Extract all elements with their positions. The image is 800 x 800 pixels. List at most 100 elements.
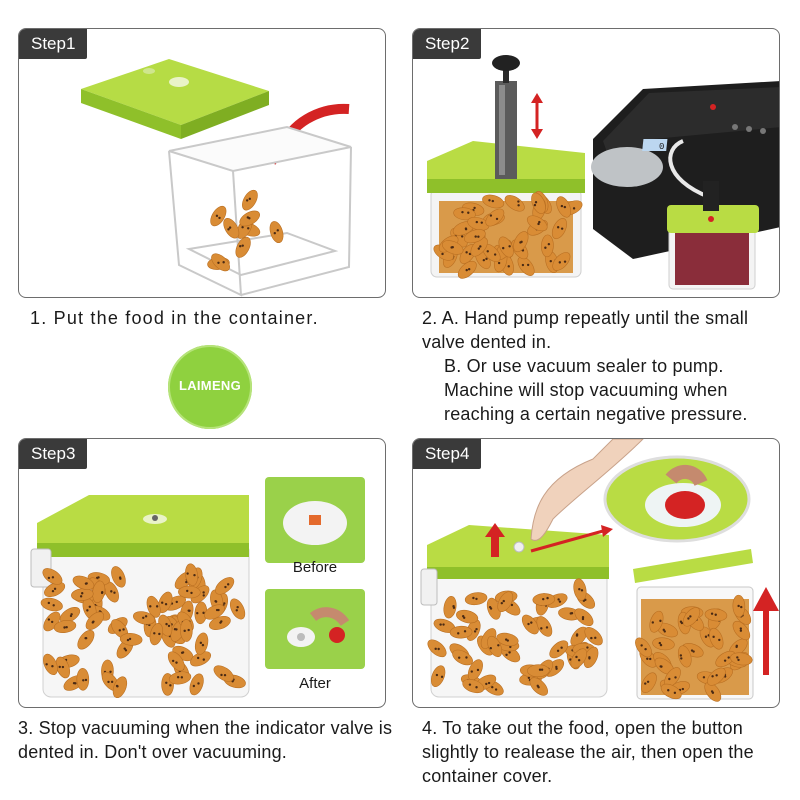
chocolate-chip: [202, 594, 205, 597]
chocolate-chip: [500, 601, 504, 605]
chocolate-chip: [505, 653, 508, 657]
chocolate-chip: [558, 600, 562, 603]
after-label: After: [299, 675, 331, 692]
chocolate-chip: [658, 641, 662, 645]
chocolate-chip: [479, 245, 482, 248]
cookie: [92, 580, 106, 604]
chocolate-chip: [475, 686, 478, 689]
chocolate-chip: [196, 656, 200, 660]
cookie: [660, 683, 682, 700]
cookie: [531, 192, 546, 214]
chocolate-chip: [710, 612, 714, 615]
chocolate-chip: [737, 658, 740, 662]
chocolate-chip: [546, 596, 549, 600]
chocolate-chip: [586, 646, 589, 649]
chocolate-chip: [549, 259, 552, 263]
cookie: [549, 640, 569, 659]
chocolate-chip: [61, 665, 65, 669]
chocolate-chip: [187, 628, 190, 632]
cookie: [215, 577, 235, 595]
chocolate-chip: [736, 656, 739, 659]
step3-caption-text: 3. Stop vacuuming when the indicator val…: [18, 718, 393, 762]
chocolate-chip: [740, 605, 743, 609]
chocolate-chip: [47, 618, 51, 621]
chocolate-chip: [84, 636, 87, 640]
cookie: [456, 609, 479, 624]
chocolate-chip: [142, 616, 145, 619]
before-label: Before: [292, 559, 338, 576]
chocolate-chip: [488, 199, 491, 202]
cookie: [556, 196, 572, 218]
chocolate-chip: [569, 612, 573, 615]
container-cookies: [427, 578, 603, 696]
chocolate-chip: [186, 589, 189, 593]
chocolate-chip: [144, 615, 148, 618]
chocolate-chip: [276, 229, 279, 232]
brand-logo: LAIMENG: [168, 345, 252, 429]
chocolate-chip: [235, 609, 238, 612]
chocolate-chip: [704, 635, 708, 638]
chocolate-chip: [735, 644, 738, 648]
chocolate-chip: [507, 265, 510, 268]
before-valve-photo: [265, 477, 365, 563]
chocolate-chip: [493, 253, 497, 256]
chocolate-chip: [468, 683, 472, 686]
chocolate-chip: [485, 257, 488, 261]
chocolate-chip: [122, 628, 125, 631]
cookie: [112, 676, 128, 698]
chocolate-chip: [674, 676, 677, 679]
chocolate-chip: [190, 591, 193, 595]
step4-caption-text: 4. To take out the food, open the button…: [422, 718, 754, 786]
chocolate-chip: [79, 595, 83, 598]
cookie: [677, 645, 692, 668]
cookie: [180, 619, 193, 642]
chocolate-chip: [588, 657, 591, 660]
chocolate-chip: [84, 678, 88, 682]
cookie: [59, 607, 81, 624]
chocolate-chip: [245, 199, 249, 202]
chocolate-chip: [714, 613, 717, 616]
chocolate-chip: [435, 673, 439, 677]
chocolate-chip: [439, 623, 442, 626]
chocolate-chip: [558, 261, 562, 264]
chocolate-chip: [65, 626, 68, 629]
cookie: [178, 585, 201, 599]
chocolate-chip: [92, 620, 95, 623]
step2-caption: 2. A. Hand pump repeatly until the small…: [422, 306, 786, 426]
chocolate-chip: [646, 680, 650, 683]
chocolate-chip: [505, 638, 508, 641]
chocolate-chip: [215, 608, 219, 612]
chocolate-chip: [489, 214, 493, 217]
cookie: [213, 665, 234, 682]
chocolate-chip: [517, 204, 520, 207]
chocolate-chip: [51, 576, 55, 579]
chocolate-chip: [165, 622, 168, 626]
cookie: [552, 252, 571, 271]
chocolate-chip: [118, 576, 122, 579]
step2b-text: B. Or use vacuum sealer to pump. Machine…: [444, 356, 748, 424]
cookie: [449, 625, 473, 639]
chocolate-chip: [739, 627, 743, 630]
chocolate-chip: [241, 244, 244, 247]
chocolate-chip: [477, 247, 481, 250]
chocolate-chip: [165, 681, 168, 685]
chocolate-chip: [489, 607, 493, 610]
chocolate-chip: [555, 665, 558, 669]
chocolate-chip: [710, 690, 714, 693]
chocolate-chip: [186, 572, 189, 575]
chocolate-chip: [659, 619, 662, 623]
chocolate-chip: [441, 252, 444, 256]
cookie: [168, 671, 192, 685]
chocolate-chip: [175, 600, 178, 604]
chocolate-chip: [563, 205, 567, 209]
chocolate-chip: [527, 676, 531, 680]
step3-label: Step3: [19, 439, 88, 469]
cookie: [730, 652, 753, 666]
chocolate-chip: [663, 630, 666, 633]
chocolate-chip: [248, 197, 251, 201]
cookie: [584, 627, 603, 646]
chocolate-chip: [581, 615, 585, 619]
chocolate-chip: [739, 629, 743, 632]
chocolate-chip: [236, 605, 239, 609]
chocolate-chip: [711, 675, 714, 678]
